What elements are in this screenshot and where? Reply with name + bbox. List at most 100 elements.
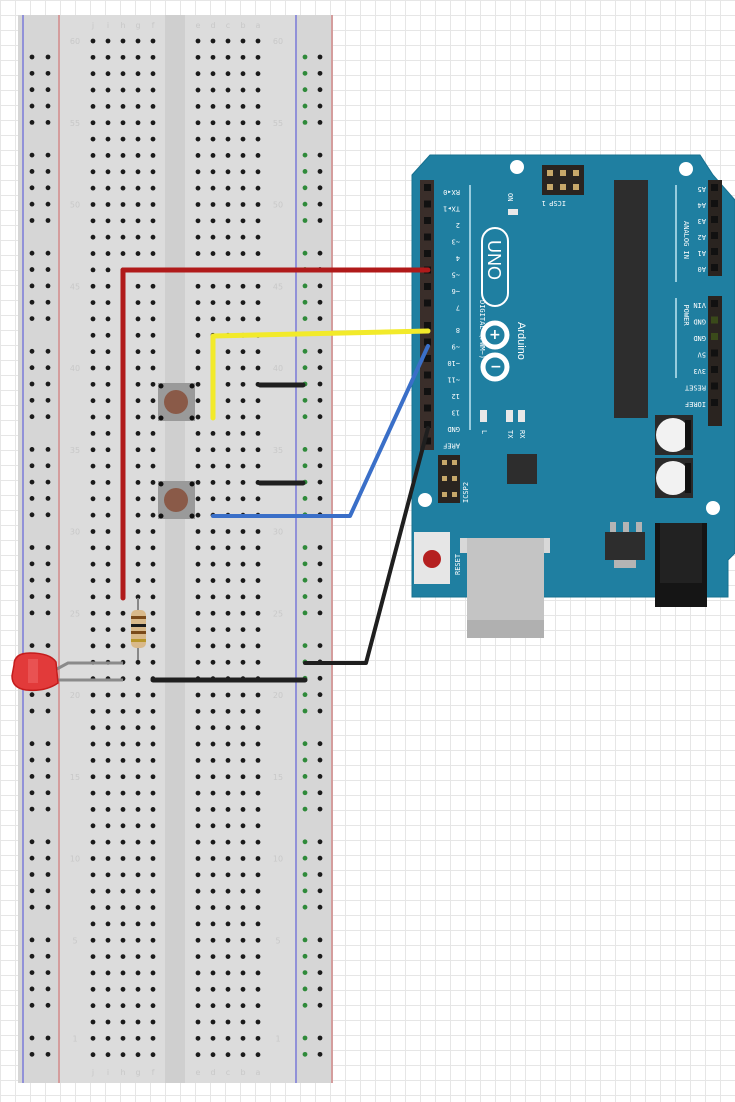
- breadboard-hole[interactable]: [135, 169, 141, 175]
- breadboard-hole[interactable]: [317, 479, 323, 485]
- breadboard-hole[interactable]: [45, 1035, 51, 1041]
- breadboard-hole[interactable]: [255, 578, 261, 583]
- breadboard-hole[interactable]: [135, 54, 141, 60]
- breadboard-hole[interactable]: [120, 153, 126, 158]
- breadboard-hole[interactable]: [195, 1003, 201, 1009]
- breadboard-hole[interactable]: [225, 905, 231, 910]
- breadboard-hole[interactable]: [105, 398, 111, 404]
- breadboard-hole[interactable]: [195, 202, 201, 207]
- breadboard-hole[interactable]: [225, 872, 231, 878]
- breadboard-hole[interactable]: [225, 839, 231, 845]
- breadboard-hole[interactable]: [255, 136, 261, 142]
- breadboard-hole[interactable]: [90, 986, 96, 992]
- breadboard-hole[interactable]: [317, 1051, 323, 1057]
- breadboard-hole[interactable]: [150, 463, 156, 469]
- breadboard-hole[interactable]: [195, 627, 201, 632]
- breadboard-hole[interactable]: [225, 414, 231, 420]
- breadboard-hole[interactable]: [240, 153, 246, 158]
- breadboard-hole[interactable]: [225, 610, 231, 616]
- breadboard-hole[interactable]: [255, 349, 261, 355]
- breadboard-hole[interactable]: [195, 823, 201, 829]
- breadboard-hole[interactable]: [45, 447, 51, 452]
- breadboard-hole[interactable]: [317, 545, 323, 550]
- breadboard-hole[interactable]: [105, 267, 111, 273]
- breadboard-hole[interactable]: [135, 104, 141, 109]
- breadboard-hole[interactable]: [302, 855, 308, 861]
- breadboard-hole[interactable]: [105, 807, 111, 812]
- breadboard-hole[interactable]: [225, 627, 231, 632]
- breadboard-hole[interactable]: [317, 201, 323, 207]
- breadboard-hole[interactable]: [45, 594, 51, 599]
- breadboard-hole[interactable]: [225, 120, 231, 126]
- breadboard-hole[interactable]: [135, 332, 141, 338]
- breadboard-hole[interactable]: [302, 1002, 308, 1008]
- breadboard-hole[interactable]: [135, 839, 141, 845]
- breadboard-hole[interactable]: [255, 87, 261, 93]
- breadboard-hole[interactable]: [105, 251, 111, 256]
- breadboard-hole[interactable]: [90, 300, 96, 305]
- breadboard-hole[interactable]: [150, 365, 156, 371]
- breadboard-hole[interactable]: [120, 725, 126, 731]
- breadboard-hole[interactable]: [135, 741, 141, 747]
- breadboard-hole[interactable]: [135, 120, 141, 126]
- breadboard-hole[interactable]: [210, 185, 216, 191]
- breadboard-hole[interactable]: [90, 283, 96, 289]
- breadboard-hole[interactable]: [29, 283, 35, 289]
- breadboard-hole[interactable]: [240, 349, 246, 355]
- breadboard-hole[interactable]: [90, 807, 96, 812]
- breadboard-hole[interactable]: [90, 267, 96, 273]
- breadboard-hole[interactable]: [317, 577, 323, 583]
- breadboard-hole[interactable]: [29, 774, 35, 779]
- breadboard-hole[interactable]: [45, 250, 51, 256]
- breadboard-hole[interactable]: [195, 71, 201, 77]
- breadboard-hole[interactable]: [195, 153, 201, 158]
- breadboard-hole[interactable]: [317, 250, 323, 256]
- breadboard-hole[interactable]: [105, 496, 111, 502]
- breadboard-hole[interactable]: [135, 970, 141, 976]
- breadboard-hole[interactable]: [302, 937, 308, 943]
- breadboard-hole[interactable]: [225, 954, 231, 959]
- breadboard-hole[interactable]: [317, 283, 323, 289]
- breadboard-hole[interactable]: [255, 300, 261, 305]
- breadboard-hole[interactable]: [150, 954, 156, 959]
- breadboard-hole[interactable]: [45, 545, 51, 550]
- breadboard-hole[interactable]: [45, 169, 51, 174]
- breadboard-hole[interactable]: [135, 986, 141, 992]
- breadboard-hole[interactable]: [135, 316, 141, 322]
- power-pin[interactable]: [711, 366, 718, 373]
- breadboard-hole[interactable]: [255, 545, 261, 551]
- digital-pin[interactable]: [424, 299, 431, 307]
- breadboard-hole[interactable]: [255, 627, 261, 632]
- breadboard-hole[interactable]: [195, 561, 201, 567]
- breadboard-hole[interactable]: [255, 463, 261, 469]
- breadboard-hole[interactable]: [150, 218, 156, 224]
- digital-pin[interactable]: [424, 371, 431, 379]
- breadboard-hole[interactable]: [210, 790, 216, 796]
- digital-pin[interactable]: [424, 283, 431, 290]
- breadboard-hole[interactable]: [29, 561, 35, 567]
- digital-pin[interactable]: [424, 421, 431, 428]
- pushbutton-1[interactable]: [158, 383, 195, 421]
- breadboard-hole[interactable]: [195, 643, 201, 649]
- breadboard-hole[interactable]: [135, 1003, 141, 1009]
- breadboard-hole[interactable]: [29, 1002, 35, 1008]
- breadboard-hole[interactable]: [45, 643, 51, 648]
- breadboard-hole[interactable]: [150, 414, 156, 420]
- breadboard-hole[interactable]: [317, 54, 323, 60]
- breadboard-hole[interactable]: [29, 299, 35, 305]
- breadboard-hole[interactable]: [105, 447, 111, 453]
- breadboard-hole[interactable]: [317, 790, 323, 796]
- breadboard-hole[interactable]: [195, 954, 201, 959]
- breadboard-hole[interactable]: [120, 807, 126, 812]
- breadboard-hole[interactable]: [225, 774, 231, 780]
- analog-pin[interactable]: [711, 184, 718, 191]
- breadboard-hole[interactable]: [240, 872, 246, 878]
- breadboard-hole[interactable]: [90, 463, 96, 469]
- breadboard-hole[interactable]: [225, 741, 231, 747]
- breadboard-hole[interactable]: [90, 136, 96, 142]
- breadboard-hole[interactable]: [135, 659, 141, 665]
- breadboard-hole[interactable]: [195, 120, 201, 126]
- breadboard-hole[interactable]: [105, 758, 111, 763]
- breadboard-hole[interactable]: [240, 1035, 246, 1041]
- breadboard-hole[interactable]: [317, 970, 323, 975]
